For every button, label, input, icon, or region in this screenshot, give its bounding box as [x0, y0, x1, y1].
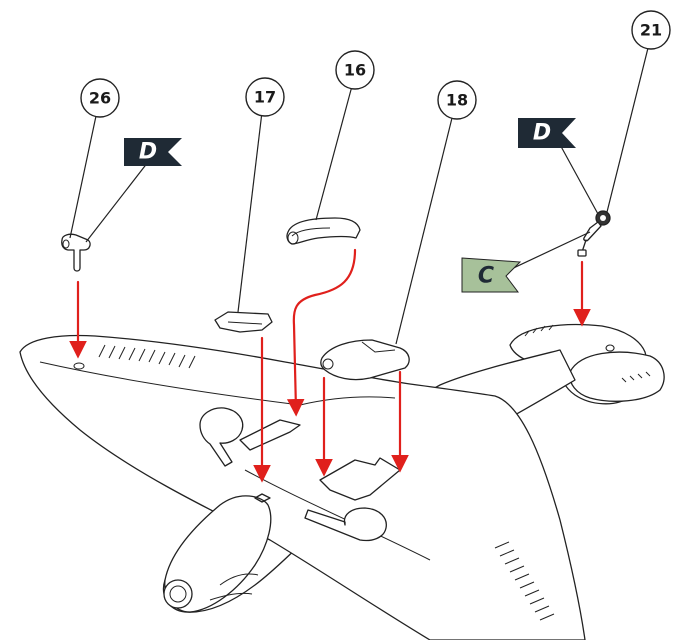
flag-d-left-letter: D: [139, 140, 157, 165]
aircraft: [19, 324, 665, 640]
flag-d-left-shape: [124, 138, 182, 166]
callout-26: 26: [80, 78, 120, 118]
callout-17: 17: [245, 77, 285, 117]
part-16-canopy: [286, 217, 361, 245]
part-21-tailwheel: [577, 210, 611, 257]
wing-hatching-right: [494, 541, 555, 621]
flag-d-right-letter: D: [533, 121, 551, 146]
tail-hatching: [524, 324, 651, 383]
flag-c-letter: C: [478, 264, 494, 289]
mount-hole-26: [73, 362, 85, 370]
flag-c-shape: [461, 257, 522, 293]
part-18: [320, 339, 410, 381]
tail-fin: [569, 351, 665, 402]
engine-cowl: [164, 495, 272, 613]
callout-26-label: 26: [89, 89, 111, 108]
callout-21: 21: [631, 10, 671, 50]
callout-18-label: 18: [446, 91, 468, 110]
callout-16: 16: [335, 50, 375, 90]
spinner: [163, 579, 193, 609]
callout-17-label: 17: [254, 88, 276, 107]
leader-lines: [69, 47, 649, 345]
callout-18: 18: [437, 80, 477, 120]
cockpit-recess: [239, 419, 301, 451]
flag-d-left: D: [124, 138, 182, 166]
flag-d-right-shape: [518, 118, 576, 148]
part-17: [214, 311, 273, 333]
mount-slot-17: [254, 493, 271, 503]
arrow-16: [286, 248, 357, 417]
flag-c: C: [461, 257, 522, 293]
main-wing: [19, 334, 586, 640]
part-26-pitot: [61, 233, 91, 272]
callout-16-label: 16: [344, 61, 366, 80]
wheel-well-left: [199, 407, 244, 467]
wheel-well-right: [304, 507, 387, 542]
assembly-arrows: [69, 248, 591, 483]
callout-21-label: 21: [640, 21, 662, 40]
flag-d-right: D: [518, 118, 576, 148]
wing-hatching-left: [98, 344, 196, 369]
